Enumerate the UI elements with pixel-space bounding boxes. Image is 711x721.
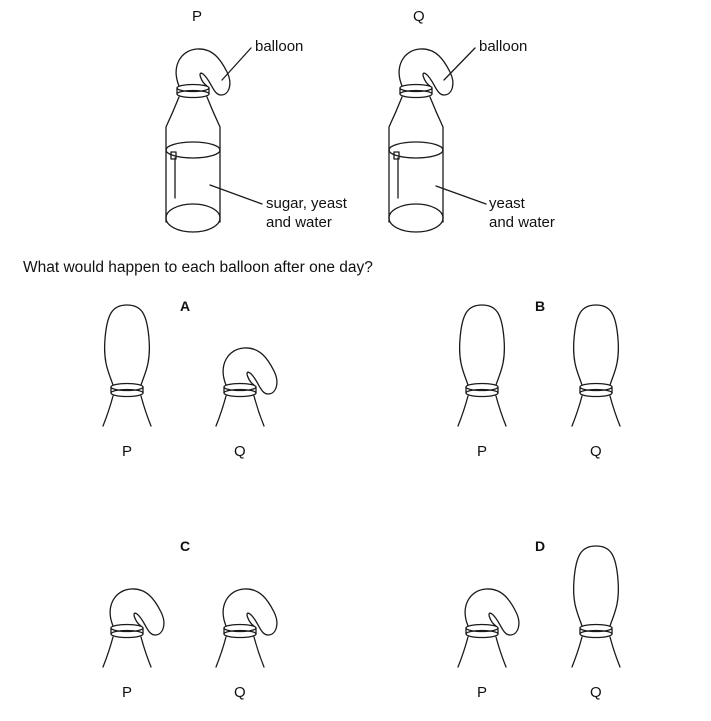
balloon-p-label: balloon: [255, 38, 304, 55]
option-c-q-label: Q: [234, 684, 246, 701]
option-d-p-label: P: [477, 684, 488, 701]
option-b-letter[interactable]: B: [535, 298, 546, 314]
option-b-q-label: Q: [590, 443, 602, 460]
option-b-p-label: P: [477, 443, 488, 460]
balloon-p-leader: [221, 47, 252, 81]
option-c-letter[interactable]: C: [180, 538, 191, 554]
option-d-p: [457, 588, 520, 668]
option-a-p: [102, 304, 152, 427]
contents-p-line1: sugar, yeast: [266, 195, 347, 212]
option-d-letter[interactable]: D: [535, 538, 546, 554]
contents-p-leader: [209, 184, 263, 205]
option-a-q: [215, 347, 278, 427]
option-b-p: [457, 304, 507, 427]
option-c-p-label: P: [122, 684, 133, 701]
bottle-q: [388, 48, 454, 233]
option-a-q-label: Q: [234, 443, 246, 460]
option-a-letter[interactable]: A: [180, 298, 191, 314]
contents-q-line2: and water: [489, 214, 555, 231]
contents-p-line2: and water: [266, 214, 332, 231]
option-a-p-label: P: [122, 443, 133, 460]
contents-q-line1: yeast: [489, 195, 525, 212]
option-c-p: [102, 588, 165, 668]
question-text: What would happen to each balloon after …: [23, 259, 373, 276]
option-c-q: [215, 588, 278, 668]
bottle-q-label: Q: [413, 8, 425, 25]
balloon-q-leader: [443, 47, 476, 81]
balloon-q-label: balloon: [479, 38, 528, 55]
option-b-q: [571, 304, 621, 427]
option-d-q-label: Q: [590, 684, 602, 701]
contents-q-leader: [435, 185, 487, 205]
option-d-q: [571, 545, 621, 668]
bottle-p-label: P: [192, 8, 203, 25]
bottle-p: [165, 48, 231, 233]
